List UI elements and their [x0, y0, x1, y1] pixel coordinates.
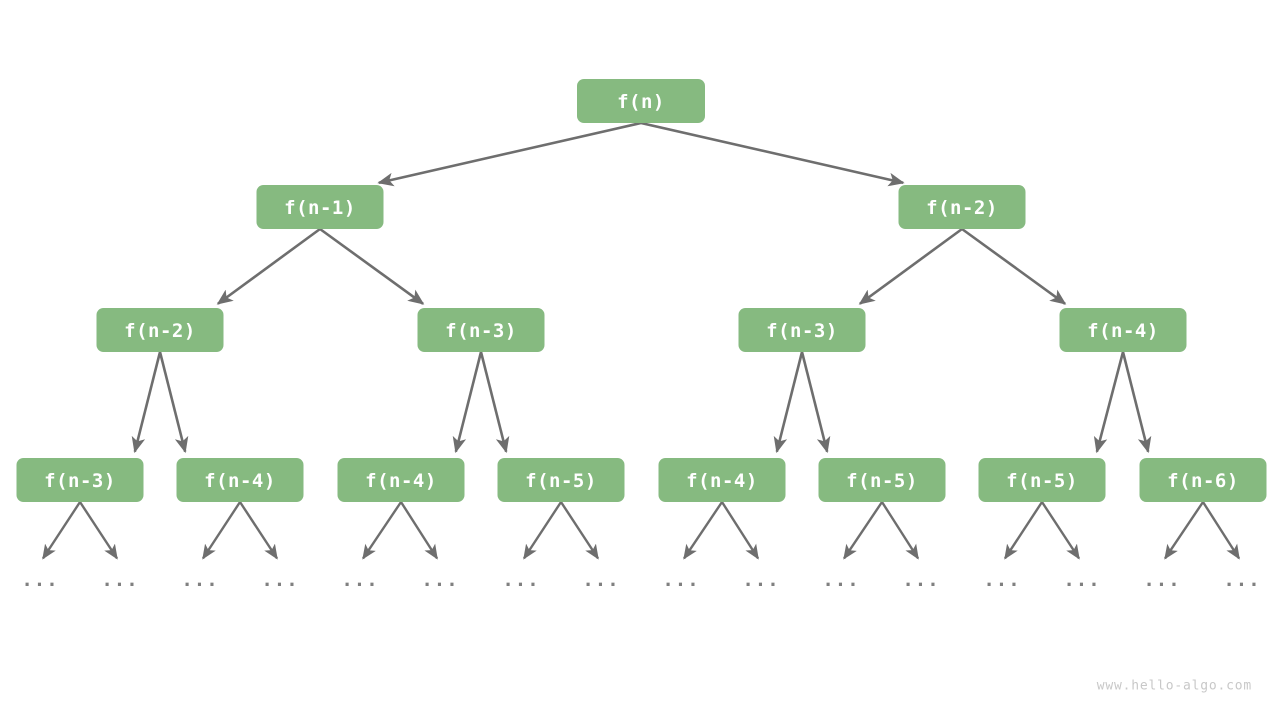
ellipsis-marker: ··· — [1063, 574, 1100, 596]
nodes-layer: f(n) f(n-1) f(n-2) f(n-2) f(n-3) f(n-3) f(n-4)… — [16, 79, 1267, 502]
tree-edge-n5-to-n11 — [773, 351, 804, 454]
tree-node-box[interactable] — [337, 458, 465, 502]
tree-edge-n2-to-n6 — [961, 227, 1067, 305]
ellipsis-layer: ··· ··· ··· ··· ··· ··· ··· ··· ··· ··· ··· ··· ··· ·… — [21, 574, 1260, 596]
tree-edge-n1-to-n3 — [216, 227, 321, 305]
leaf-edge-9 — [720, 501, 760, 560]
tree-node-box[interactable] — [176, 458, 304, 502]
ellipsis-marker: ··· — [582, 574, 619, 596]
leaf-edge-4 — [362, 501, 402, 560]
tree-node-box[interactable] — [577, 79, 705, 123]
leaf-edge-5 — [399, 501, 439, 560]
ellipsis-marker: ··· — [822, 574, 859, 596]
tree-node-label: f(n-4) — [204, 470, 276, 492]
tree-edge-n0-to-n2 — [640, 121, 905, 187]
tree-node-label: f(n-5) — [846, 470, 918, 492]
tree-node-box[interactable] — [1139, 458, 1267, 502]
tree-node-label: f(n-4) — [1087, 320, 1159, 342]
tree-node[interactable]: f(n-5) — [818, 458, 946, 502]
tree-edge-n6-to-n13 — [1093, 351, 1125, 454]
tree-node[interactable]: f(n-3) — [16, 458, 144, 502]
tree-node-label: f(n-4) — [365, 470, 437, 492]
ellipsis-marker: ··· — [261, 574, 298, 596]
leaf-edge-1 — [78, 501, 118, 560]
leaf-edge-12 — [1004, 501, 1044, 560]
tree-node-box[interactable] — [16, 458, 144, 502]
ellipsis-marker: ··· — [21, 574, 58, 596]
tree-node-label: f(n-2) — [926, 197, 998, 219]
tree-node-box[interactable] — [96, 308, 224, 352]
leaf-edge-2 — [202, 501, 242, 560]
leaf-edge-6 — [523, 501, 563, 560]
leaf-edge-14 — [1164, 501, 1204, 560]
tree-node-box[interactable] — [978, 458, 1106, 502]
tree-node[interactable]: f(n-6) — [1139, 458, 1267, 502]
ellipsis-marker: ··· — [1223, 574, 1260, 596]
ellipsis-marker: ··· — [902, 574, 939, 596]
tree-node-label: f(n-3) — [445, 320, 517, 342]
tree-node-label: f(n-5) — [525, 470, 597, 492]
tree-node-box[interactable] — [497, 458, 625, 502]
leaf-edge-11 — [880, 501, 920, 560]
tree-node-label: f(n-1) — [284, 197, 356, 219]
ellipsis-marker: ··· — [983, 574, 1020, 596]
tree-node[interactable]: f(n-4) — [176, 458, 304, 502]
tree-node[interactable]: f(n-1) — [256, 185, 384, 229]
tree-node-box[interactable] — [658, 458, 786, 502]
ellipsis-marker: ··· — [662, 574, 699, 596]
ellipsis-marker: ··· — [101, 574, 138, 596]
tree-node[interactable]: f(n-5) — [497, 458, 625, 502]
tree-node-box[interactable] — [898, 185, 1026, 229]
tree-node[interactable]: f(n-5) — [978, 458, 1106, 502]
tree-edge-n3-to-n8 — [158, 351, 189, 454]
tree-node-box[interactable] — [818, 458, 946, 502]
tree-node[interactable]: f(n-2) — [898, 185, 1026, 229]
tree-edge-n3-to-n7 — [131, 351, 162, 454]
leaf-edge-3 — [238, 501, 278, 560]
tree-node-box[interactable] — [1059, 308, 1187, 352]
tree-edge-n2-to-n5 — [858, 227, 963, 305]
tree-node[interactable]: f(n-4) — [658, 458, 786, 502]
leaf-edge-15 — [1201, 501, 1241, 560]
tree-node[interactable]: f(n-3) — [417, 308, 545, 352]
tree-edge-n0-to-n1 — [377, 121, 642, 187]
tree-edge-n1-to-n4 — [319, 227, 425, 305]
leaf-edge-8 — [683, 501, 723, 560]
tree-node-label: f(n-3) — [44, 470, 116, 492]
tree-node-label: f(n-3) — [766, 320, 838, 342]
tree-edge-n4-to-n10 — [479, 351, 510, 454]
tree-node[interactable]: f(n-4) — [337, 458, 465, 502]
ellipsis-marker: ··· — [742, 574, 779, 596]
tree-node[interactable]: f(n) — [577, 79, 705, 123]
tree-node-label: f(n-4) — [686, 470, 758, 492]
edges-layer — [42, 121, 1241, 560]
tree-node[interactable]: f(n-3) — [738, 308, 866, 352]
tree-node-box[interactable] — [417, 308, 545, 352]
watermark-label: www.hello-algo.com — [1097, 679, 1252, 694]
leaf-edge-7 — [559, 501, 599, 560]
tree-node-label: f(n-5) — [1006, 470, 1078, 492]
ellipsis-marker: ··· — [502, 574, 539, 596]
tree-edge-n5-to-n12 — [800, 351, 831, 454]
leaf-edge-13 — [1040, 501, 1080, 560]
leaf-edge-0 — [42, 501, 82, 560]
tree-edge-n6-to-n14 — [1121, 351, 1152, 454]
tree-node[interactable]: f(n-4) — [1059, 308, 1187, 352]
ellipsis-marker: ··· — [1143, 574, 1180, 596]
tree-node-box[interactable] — [738, 308, 866, 352]
tree-node[interactable]: f(n-2) — [96, 308, 224, 352]
ellipsis-marker: ··· — [421, 574, 458, 596]
tree-node-label: f(n-6) — [1167, 470, 1239, 492]
tree-node-box[interactable] — [256, 185, 384, 229]
ellipsis-marker: ··· — [181, 574, 218, 596]
tree-edge-n4-to-n9 — [452, 351, 483, 454]
tree-node-label: f(n) — [617, 91, 665, 113]
tree-node-label: f(n-2) — [124, 320, 196, 342]
leaf-edge-10 — [843, 501, 883, 560]
ellipsis-marker: ··· — [341, 574, 378, 596]
